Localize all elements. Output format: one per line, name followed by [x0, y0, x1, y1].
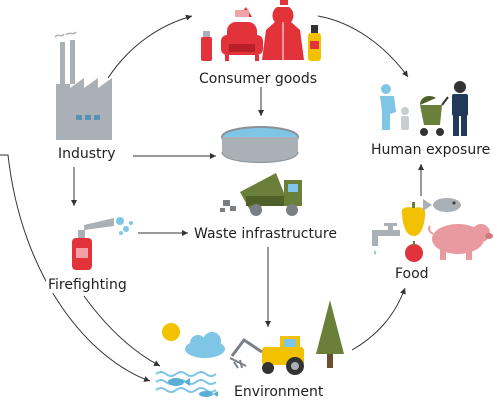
extinguisher-spray-icon — [72, 217, 133, 270]
cloud-icon — [185, 332, 225, 358]
fish-icon — [423, 198, 461, 212]
fire-extinguisher-icon — [308, 25, 321, 61]
pig-icon — [428, 224, 493, 260]
stroller-icon — [420, 96, 449, 136]
arrow-industry-to-environment — [0, 154, 151, 382]
water-tank-icon — [221, 126, 299, 163]
armchair-icon — [221, 7, 263, 61]
tree-icon — [316, 300, 344, 368]
faucet-icon — [372, 223, 400, 255]
tractor-icon — [229, 336, 304, 375]
firefighting-label: Firefighting — [46, 277, 129, 293]
factory-icon — [54, 31, 112, 140]
coat-icon — [262, 0, 304, 60]
sun-icon — [162, 323, 180, 341]
consumer-goods-icons — [201, 0, 321, 61]
industry-label: Industry — [56, 146, 118, 162]
pepper-icon — [401, 202, 426, 236]
arrow-consumer-goods-to-human-exposure — [317, 15, 409, 78]
water-fish-icon — [155, 371, 218, 397]
arrows — [0, 14, 424, 382]
environment-label: Environment — [232, 384, 326, 400]
spray-can-icon — [201, 31, 212, 61]
arrow-industry-to-consumer-goods — [107, 14, 193, 79]
food-label: Food — [393, 266, 431, 282]
consumer-goods-label: Consumer goods — [197, 71, 320, 87]
arrow-environment-to-food — [351, 287, 406, 351]
apple-icon — [405, 241, 423, 262]
waste-infrastructure-label: Waste infrastructure — [192, 226, 339, 242]
arrow-firefighting-to-environment — [83, 295, 161, 367]
family-icon — [380, 81, 468, 136]
dump-truck-icon — [220, 173, 302, 216]
human-exposure-label: Human exposure — [369, 142, 493, 158]
